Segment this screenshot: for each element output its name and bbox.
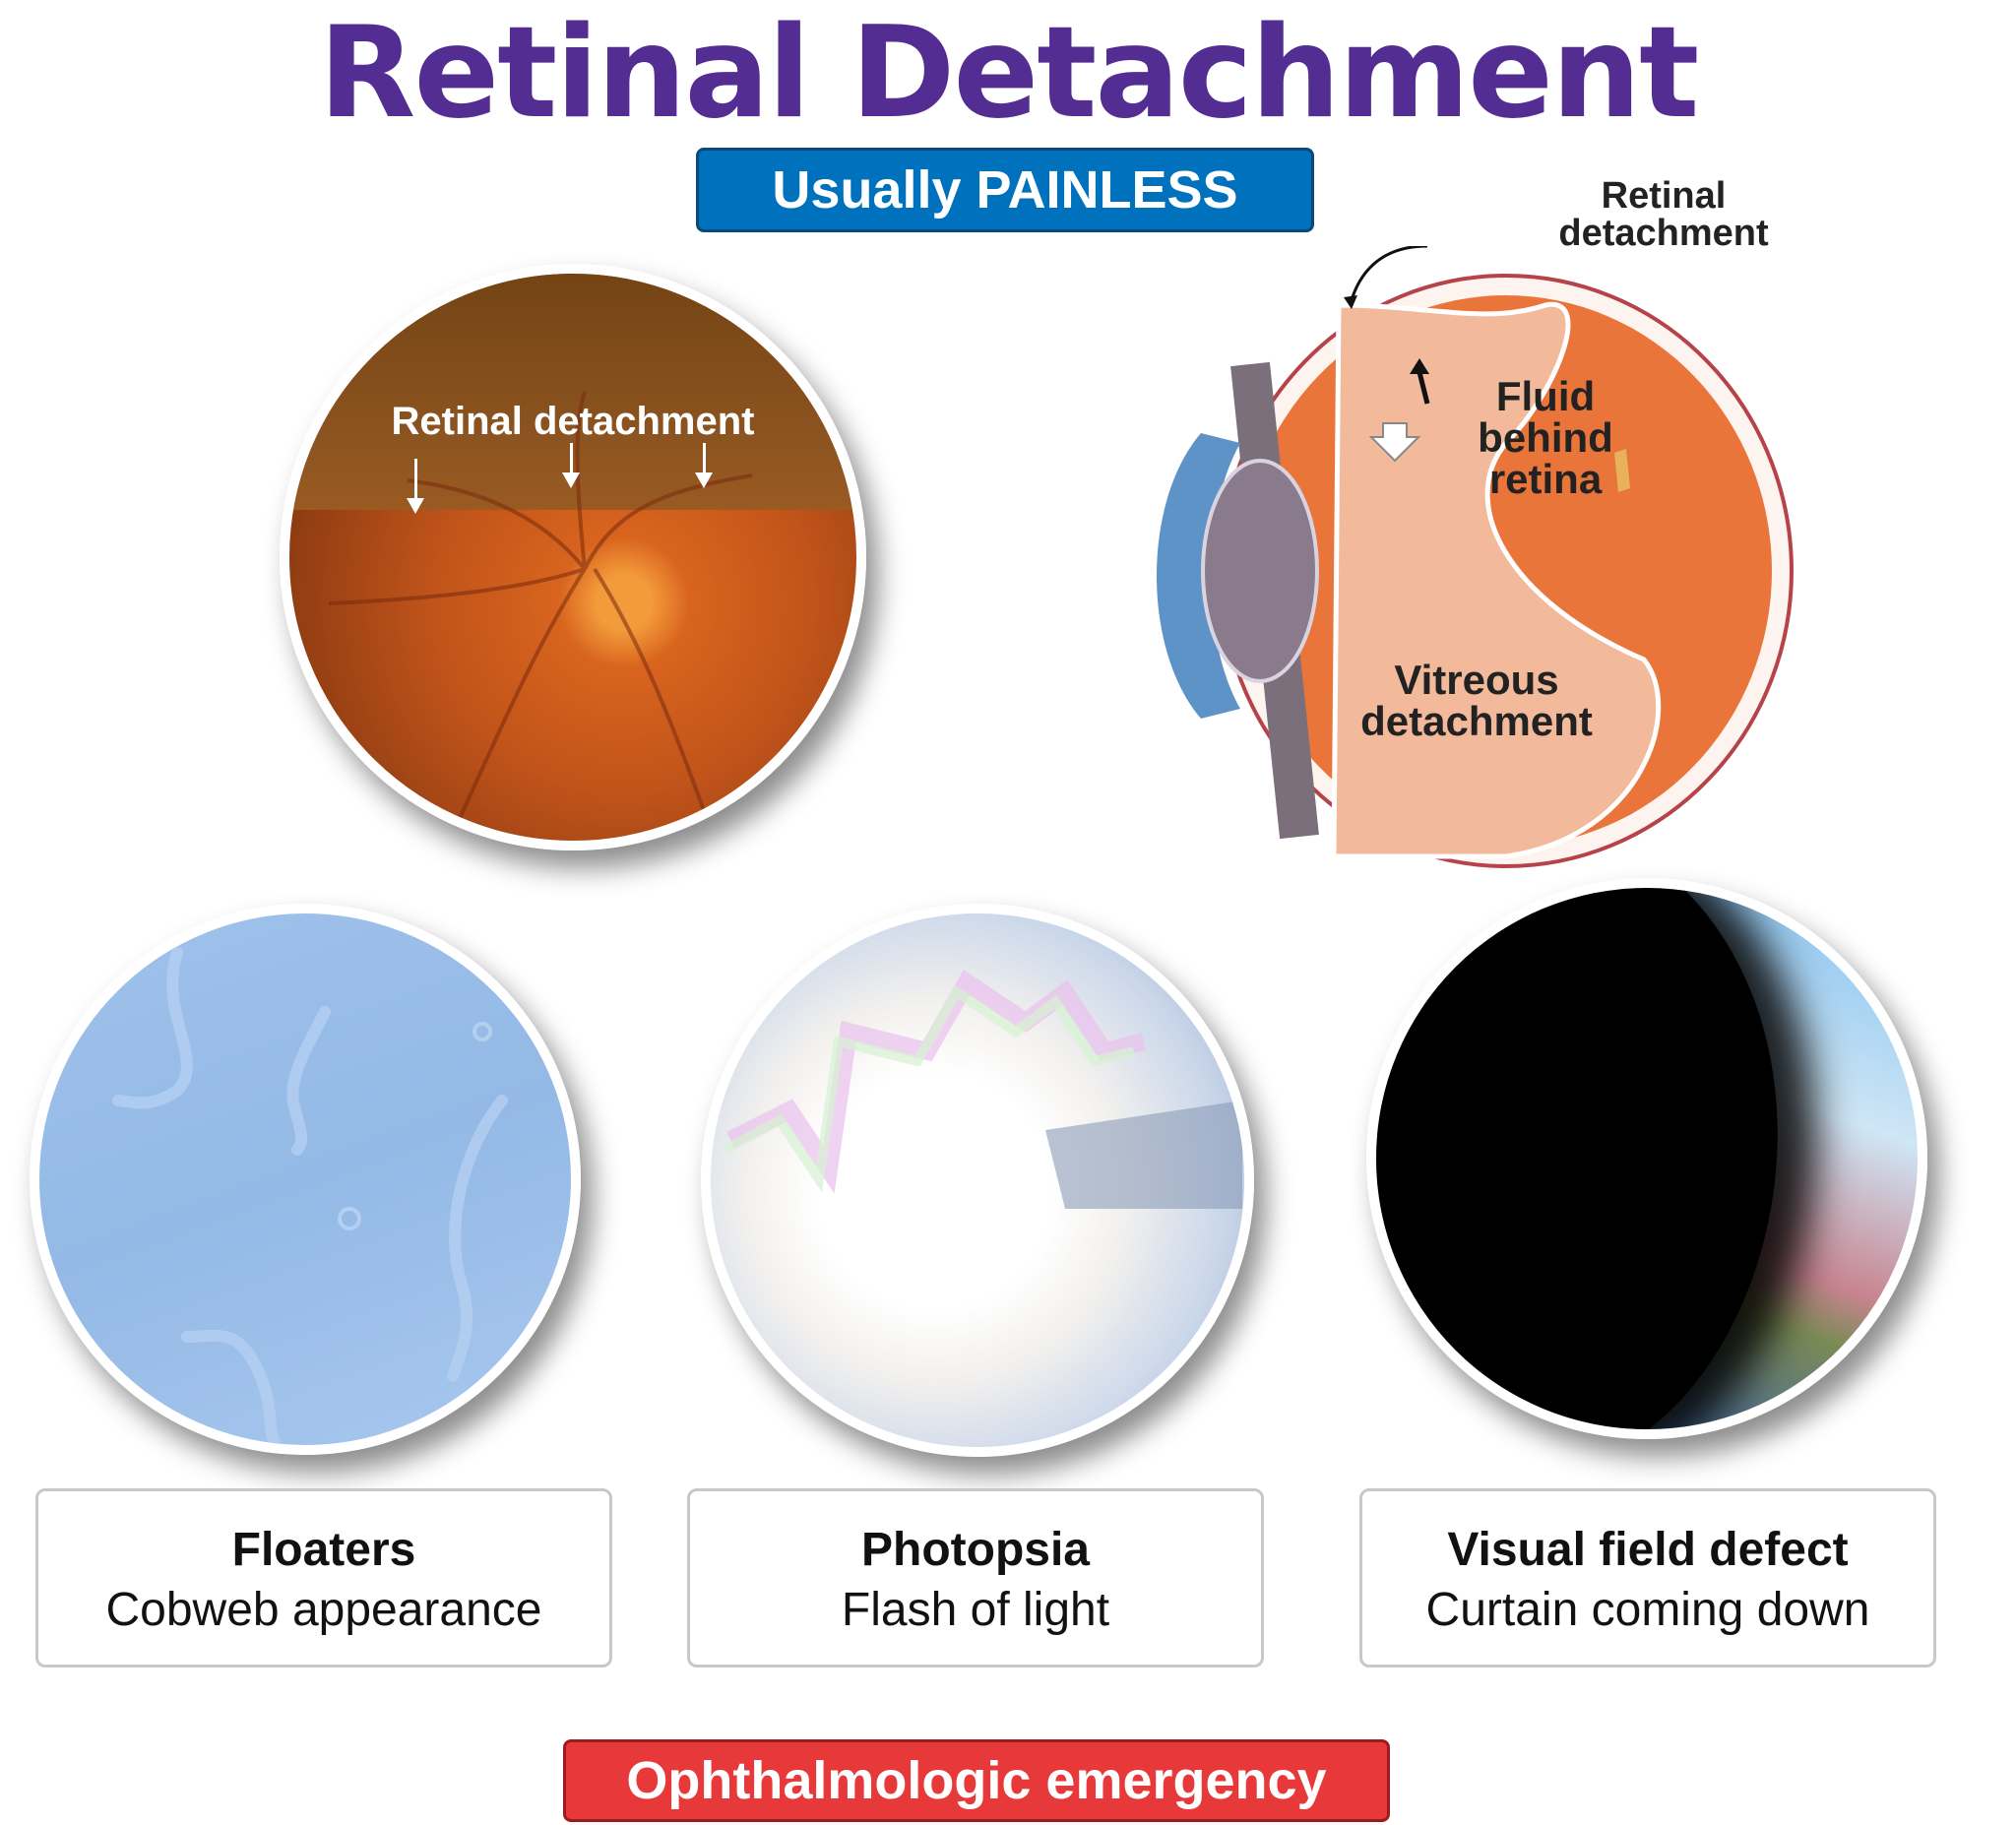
photopsia-image: [701, 904, 1254, 1457]
eye-cross-section-diagram: Retinal detachment Fluid behind retina V…: [1132, 177, 1821, 886]
vitreous-line-2: detachment: [1360, 698, 1593, 744]
callout-line-2: detachment: [1558, 213, 1769, 254]
page-title: Retinal Detachment: [318, 0, 1700, 147]
flash-zigzag-graphic: [723, 970, 1242, 1209]
symptom-card-floaters: Floaters Cobweb appearance: [35, 1488, 612, 1668]
floaters-graphic: [112, 947, 508, 1445]
symptom-description: Flash of light: [841, 1584, 1110, 1636]
down-arrow-icon: [562, 443, 580, 488]
callout-line-1: Retinal: [1601, 175, 1727, 217]
fluid-behind-retina-label: Fluid behind retina: [1447, 376, 1644, 500]
dark-curtain-shadow: [1376, 888, 1841, 1429]
symptom-name: Photopsia: [860, 1524, 1090, 1576]
visual-field-defect-image: [1366, 878, 1927, 1439]
symptom-description: Cobweb appearance: [105, 1584, 542, 1636]
vitreous-line-1: Vitreous: [1394, 657, 1559, 703]
symptom-card-visual-field-defect: Visual field defect Curtain coming down: [1359, 1488, 1936, 1668]
fundus-photo: Retinal detachment: [280, 264, 866, 850]
vitreous-detachment-label: Vitreous detachment: [1339, 660, 1614, 742]
symptom-name: Visual field defect: [1447, 1524, 1849, 1576]
fluid-line-3: retina: [1488, 456, 1603, 502]
floaters-image: [30, 904, 581, 1455]
detached-retina-band: [289, 274, 856, 510]
retinal-detachment-label: Retinal detachment: [391, 400, 755, 443]
fluid-line-2: behind: [1478, 414, 1613, 461]
eye-anatomy-graphic: [1157, 244, 1794, 868]
symptom-name: Floaters: [231, 1524, 416, 1576]
symptom-description: Curtain coming down: [1425, 1584, 1870, 1636]
painless-badge: Usually PAINLESS: [696, 148, 1314, 232]
symptom-card-photopsia: Photopsia Flash of light: [687, 1488, 1264, 1668]
down-arrow-icon: [407, 459, 424, 514]
fluid-line-1: Fluid: [1495, 373, 1596, 419]
retinal-detachment-callout: Retinal detachment: [1516, 177, 1811, 252]
retinal-vessels-graphic: [328, 391, 753, 836]
down-arrow-icon: [695, 443, 713, 488]
emergency-badge: Ophthalmologic emergency: [563, 1739, 1390, 1822]
